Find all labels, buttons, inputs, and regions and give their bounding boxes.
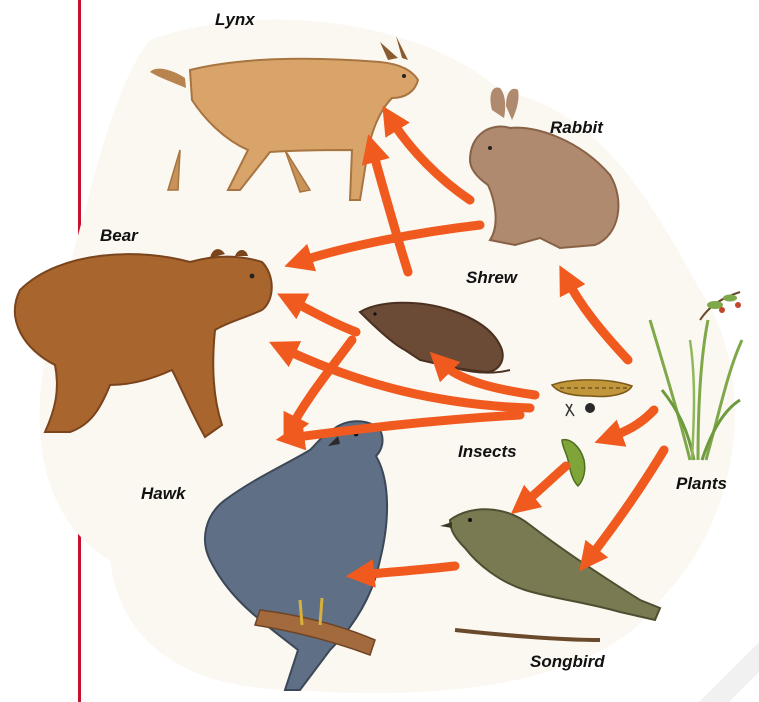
label-rabbit: Rabbit [550,118,603,138]
label-insects: Insects [458,442,517,462]
label-bear: Bear [100,226,138,246]
label-hawk: Hawk [141,484,185,504]
label-shrew: Shrew [466,268,517,288]
label-songbird: Songbird [530,652,605,672]
label-lynx: Lynx [215,10,255,30]
label-plants: Plants [676,474,727,494]
watermark-shape [639,582,759,702]
